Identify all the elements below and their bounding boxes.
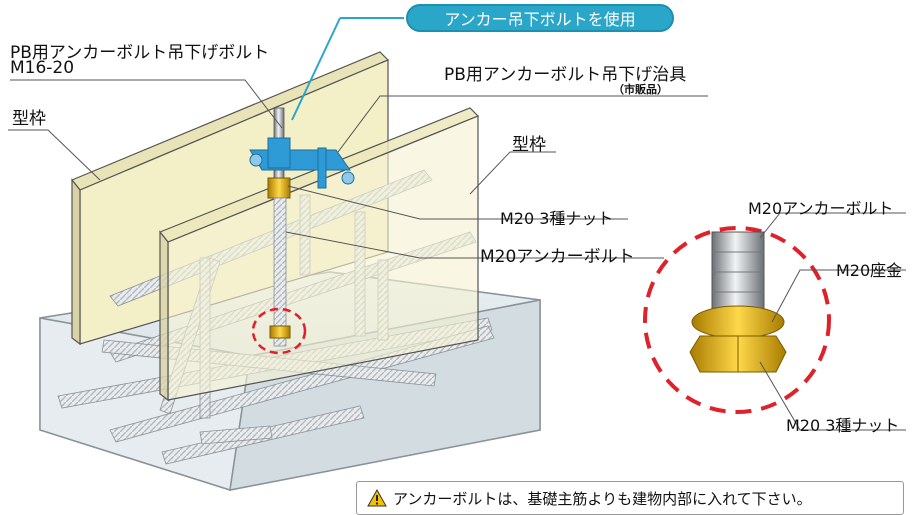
detail-nut-label: M20 3種ナット [786,416,900,435]
pb-jig-note: （市販品） [613,83,668,96]
pb-bolt-size-label: M16-20 [10,58,75,78]
notice-text: アンカーボルトは、基礎主筋よりも建物内部に入れて下さい。 [393,489,812,508]
formwork-label-left: 型枠 [12,109,46,129]
nut-highlight-large [643,226,831,414]
pb-jig-label: PB用アンカーボルト吊下げ治具 [444,65,687,85]
pb-bolt-label: PB用アンカーボルト吊下げボルト [10,43,270,63]
nut-detail-view [643,226,831,414]
nut-highlight-small [251,307,307,355]
formwork-label-right: 型枠 [512,135,546,155]
warning-icon [367,489,387,507]
leader-lines [8,17,906,431]
callout-badge: アンカー吊下ボルトを使用 [406,4,674,32]
nut-label: M20 3種ナット [500,209,614,228]
notice-box: アンカーボルトは、基礎主筋よりも建物内部に入れて下さい。 [356,481,904,515]
detail-anchor-label: M20アンカーボルト [748,199,894,218]
anchor-bolt-label: M20アンカーボルト [480,247,635,267]
detail-washer-label: M20座金 [836,261,903,280]
